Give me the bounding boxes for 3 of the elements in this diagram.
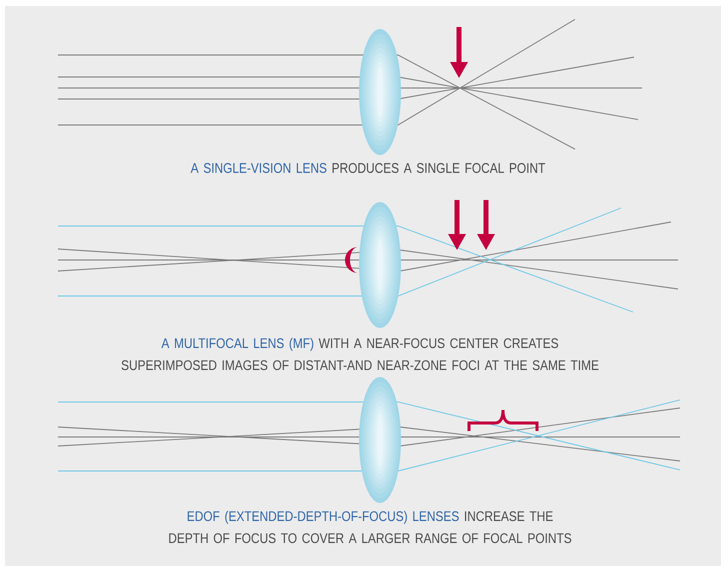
caption: A MULTIFOCAL LENS (MF) WITH A NEAR-FOCUS CENTER CREATES SUPERIMPOSED IMAGES OF DISTANT-AND NEAR-ZONE FOCI AT THE SAME TIME — [122, 338, 598, 370]
caption: A SINGLE-VISION LENS PRODUCES A SINGLE FOCAL POINT — [190, 163, 546, 173]
caption: EDOF (EXTENDED-DEPTH-OF-FOCUS) LENSES INCREASE THE DEPTH OF FOCUS TO COVER A LARGER RANGE OF FOCAL POINTS — [169, 510, 572, 544]
